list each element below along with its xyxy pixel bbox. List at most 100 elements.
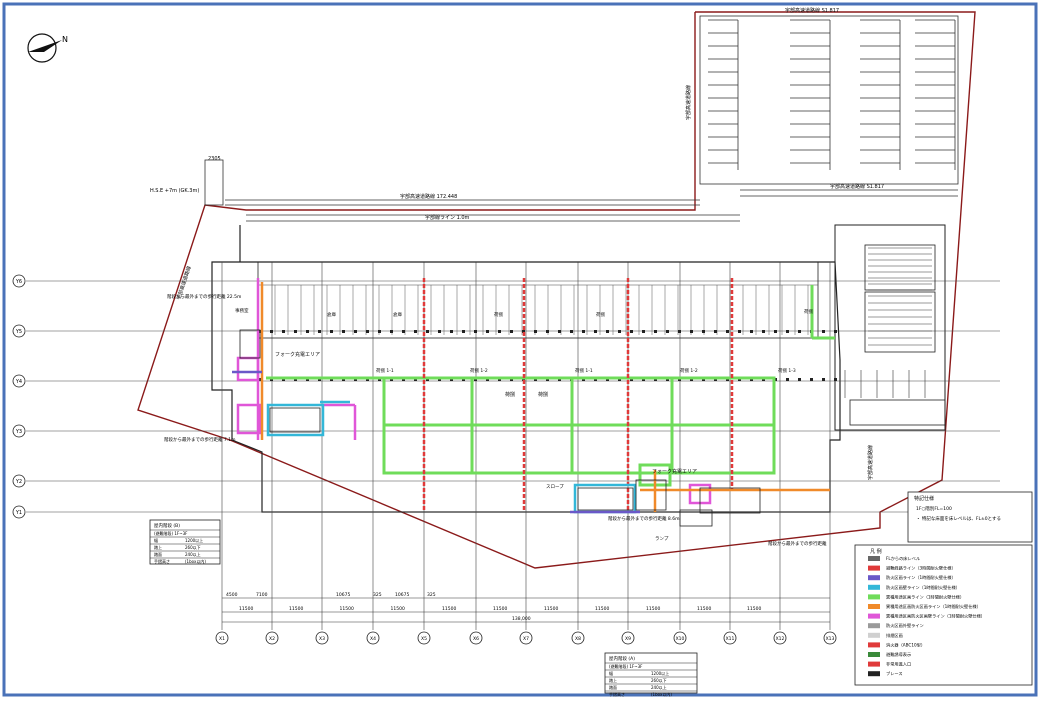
column-mark <box>786 378 789 381</box>
fire-compartment-magenta <box>236 278 712 505</box>
grid-column-label: X1 <box>219 636 225 642</box>
road-top-label: 宇部高速道路線 S1.817 <box>785 7 839 14</box>
notes-line-2: ・ 特記な床面を床レベルは、FL±0とする <box>916 515 1001 522</box>
column-mark <box>570 330 573 333</box>
dimension-label: 325 <box>373 592 382 598</box>
column-mark <box>546 330 549 333</box>
column-mark <box>822 378 825 381</box>
grid-row-bubble <box>12 505 26 519</box>
column-mark <box>498 330 501 333</box>
spec-table-value: (1box以内) <box>185 558 206 564</box>
column-mark <box>474 330 477 333</box>
column-mark <box>714 330 717 333</box>
spec-table-value: 260以下 <box>651 678 667 683</box>
legend-swatch <box>868 575 880 581</box>
legend-swatch <box>868 565 880 571</box>
grid-row-label: Y3 <box>15 429 22 435</box>
parking-area <box>699 15 959 185</box>
grid-column-bubble <box>265 631 279 645</box>
notes-line-1: 1F○階別FL=100 <box>916 505 952 512</box>
north-arrow-icon: N <box>27 33 68 63</box>
legend-swatch <box>868 661 880 667</box>
road-line-label: 宇部線ライン 1.0m <box>425 214 470 221</box>
grid-column-bubble <box>723 631 737 645</box>
grid-column-bubble <box>469 631 483 645</box>
grid-row-label: Y1 <box>15 510 22 516</box>
dimension-span-label: 11500 <box>747 606 761 612</box>
spec-table-value: 260以下 <box>185 545 201 550</box>
spec-table-value: 1200以上 <box>185 537 203 543</box>
grid-row-label: Y2 <box>15 479 22 485</box>
dock-bays <box>257 261 837 381</box>
grid-column-label: X8 <box>575 636 581 642</box>
column-mark <box>486 330 489 333</box>
column-mark <box>450 330 453 333</box>
legend-swatch <box>868 594 880 600</box>
column-mark <box>390 330 393 333</box>
room-label-small: 事務室 <box>235 307 249 314</box>
grid-column-bubble <box>366 631 380 645</box>
spec-table-key: 踏面 <box>154 551 162 557</box>
column-mark <box>414 330 417 333</box>
grid-column-label: X6 <box>473 636 479 642</box>
slope-label: スロープ <box>546 484 564 490</box>
column-mark <box>702 330 705 333</box>
column-mark <box>738 330 741 333</box>
dimension-span-label: 11500 <box>646 606 660 612</box>
legend-swatch <box>868 671 880 677</box>
room-label: 荷捌 1-2 <box>470 367 488 374</box>
grid-column-bubble <box>621 631 635 645</box>
legend-item-label: 避難誘導表示 <box>886 651 911 658</box>
dock-band <box>257 261 819 339</box>
room-label-small: 倉庫 <box>393 311 402 318</box>
grid-row-bubble <box>12 474 26 488</box>
legend-swatch <box>868 632 880 638</box>
legend-item-label: FLからの床レベル <box>886 555 920 562</box>
column-mark <box>462 330 465 333</box>
spec-table-title: 屋内階段 (A) <box>609 655 635 662</box>
grid-column-label: X13 <box>826 636 835 642</box>
dimension-span-label: 11500 <box>595 606 609 612</box>
entrance-column <box>204 159 224 206</box>
grid-column-label: X4 <box>370 636 376 642</box>
dimension-span-label: 11500 <box>493 606 507 612</box>
dimension-span-label: 11500 <box>340 606 354 612</box>
annex-stalls <box>844 247 932 398</box>
column-mark <box>522 330 525 333</box>
road-diag-upper: 宇部高速道路線 <box>685 85 692 120</box>
column-mark <box>306 330 309 333</box>
column-mark <box>726 330 729 333</box>
dimension-span-label: 11500 <box>697 606 711 612</box>
notes-title: 特記仕様 <box>914 495 934 502</box>
legend-swatch <box>868 556 880 561</box>
dimension-label: 7100 <box>256 592 268 598</box>
road-left-label: H.S.E +7m (GK.3m) <box>150 188 199 194</box>
legend-item-label: 異種用途区画ライン（1時間耐火壁仕様） <box>886 593 964 600</box>
column-mark <box>798 378 801 381</box>
grid-row-label: Y4 <box>15 379 22 385</box>
grid-row-label: Y6 <box>15 279 22 285</box>
dimension-label: 10675 <box>336 592 350 598</box>
legend-swatch <box>868 584 880 590</box>
column-mark <box>678 330 681 333</box>
legend: 凡 例 FLからの床レベル避難経路ライン（3時間耐火壁仕様）防火区画ライン（1時… <box>854 544 1033 686</box>
road-mid-label: 宇部高速道路線 172.448 <box>400 193 457 200</box>
ramp-label: ランプ <box>655 536 669 542</box>
road-left-value: 2305 <box>208 156 221 162</box>
column-mark <box>750 330 753 333</box>
road-top-label-2: 宇部高速道路線 S1.817 <box>830 183 884 190</box>
room-label: 荷捌 1-1 <box>575 367 593 374</box>
column-mark <box>426 330 429 333</box>
column-mark <box>342 330 345 333</box>
legend-item-label: 消火器（ABC10型） <box>886 641 925 648</box>
column-mark <box>774 330 777 333</box>
legend-item-label: 異種用途区画防火区画ライン（1時間耐火壁仕様） <box>886 603 981 610</box>
column-mark <box>582 330 585 333</box>
grid-column-bubble <box>571 631 585 645</box>
grid-column-bubble <box>823 631 837 645</box>
